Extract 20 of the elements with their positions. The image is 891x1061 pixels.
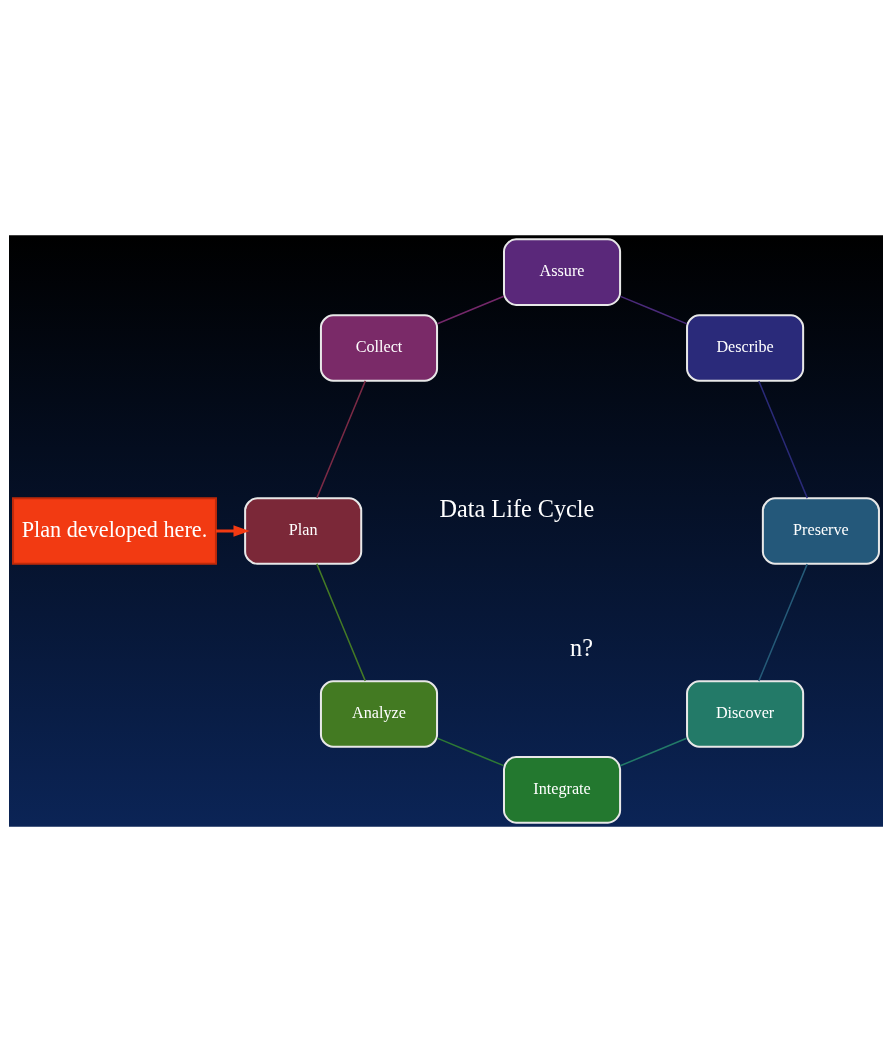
label: Data Life Cycle <box>439 494 594 522</box>
connector <box>436 294 505 324</box>
connector <box>315 562 366 682</box>
connector <box>315 379 366 499</box>
node-box: Describe <box>685 313 804 382</box>
node-box: Preserve <box>761 496 880 565</box>
arrow <box>215 524 250 537</box>
connector <box>619 295 688 325</box>
node-box: Discover <box>685 679 804 748</box>
node-box: Assure <box>502 237 621 306</box>
connector <box>435 736 504 766</box>
connector <box>618 737 687 767</box>
node-box: Collect <box>319 313 438 382</box>
node-box: Analyze <box>319 679 438 748</box>
node-box: Plan developed here. <box>11 496 217 565</box>
node-box: Plan <box>243 496 362 565</box>
label: n? <box>569 633 593 661</box>
connector <box>757 379 808 499</box>
connector <box>757 562 808 682</box>
node-box: Integrate <box>502 755 621 824</box>
